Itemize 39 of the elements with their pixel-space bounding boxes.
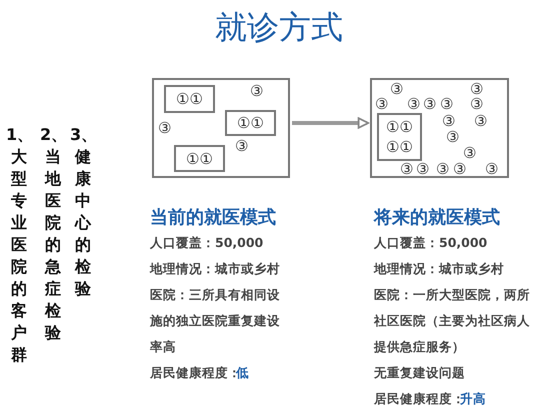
circled-number-box: ①① ①①	[377, 113, 422, 161]
circled-number-box: ①①	[174, 145, 225, 172]
map-box	[152, 78, 290, 178]
circled-number: ③	[440, 97, 454, 112]
heading: 将来的就医模式	[374, 206, 500, 229]
vertical-text: 3、健康中心的检验	[70, 124, 96, 300]
circled-number: ③	[407, 97, 420, 112]
circled-number: ③	[485, 162, 498, 177]
vertical-text: 1、大型专业医院的客户群	[6, 124, 32, 366]
info-line: 人口覆盖：50,000	[150, 234, 264, 252]
circled-number: ③	[375, 97, 388, 112]
info-line: 地理情况：城市或乡村	[374, 260, 505, 278]
arrow	[292, 117, 370, 129]
circled-number: ③	[158, 121, 172, 136]
vertical-text: 2、当地医院的急症检验	[40, 124, 66, 344]
circled-number: ③	[446, 130, 460, 145]
circled-number: ③	[390, 82, 404, 97]
circled-number: ③	[474, 114, 488, 129]
info-line: 人口覆盖：50,000	[374, 234, 488, 252]
circled-number: ③	[470, 82, 484, 97]
circled-number-box: ①①	[225, 110, 276, 136]
info-paragraph: 医院：一所大型医院，两所社区医院（主要为社区病人提供急症服务）	[374, 286, 531, 356]
title: 就诊方式	[215, 7, 343, 48]
heading: 当前的就医模式	[150, 206, 276, 229]
circled-number: ③	[463, 146, 476, 161]
circled-number: ③	[235, 139, 248, 154]
circled-number: ③	[400, 162, 414, 177]
circled-number: ③	[250, 84, 264, 99]
circled-number: ③	[470, 97, 484, 112]
circled-number: ③	[416, 162, 430, 177]
circled-number: ③	[423, 97, 436, 112]
map-box	[370, 78, 509, 178]
info-paragraph: 医院：三所具有相同设施的独立医院重复建设率高	[150, 286, 280, 356]
info-line: 无重复建设问题	[374, 364, 466, 382]
info-line: 地理情况：城市或乡村	[150, 260, 281, 278]
circled-number: ③	[442, 114, 456, 129]
circled-number: ③	[453, 162, 466, 177]
circled-number: ③	[436, 162, 450, 177]
circled-number-box: ①①	[164, 85, 215, 113]
